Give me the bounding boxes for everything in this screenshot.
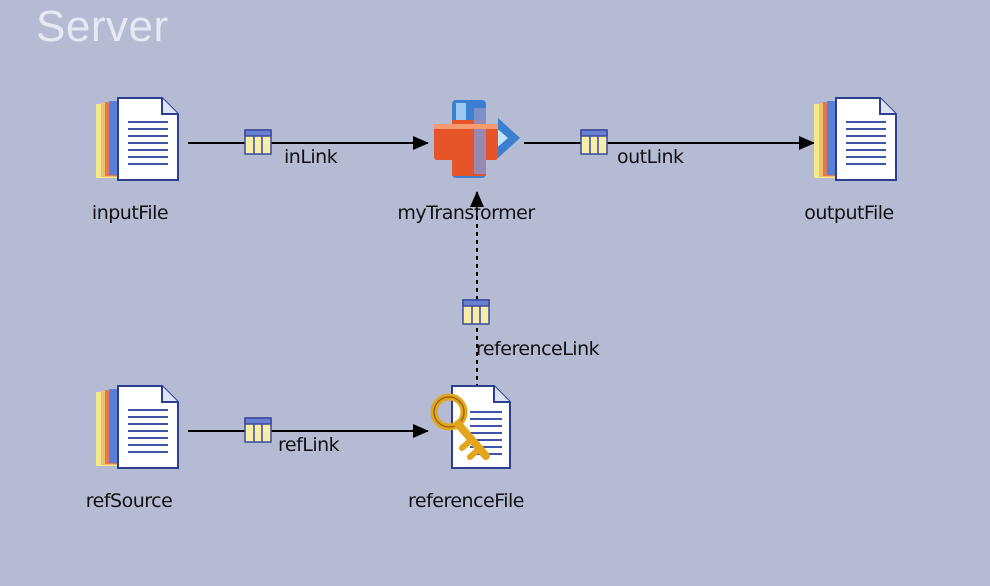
in-link-label: inLink [284, 146, 338, 168]
transformer-icon[interactable] [434, 100, 520, 178]
output-file-icon[interactable] [813, 97, 897, 181]
ref-source-icon[interactable] [95, 385, 179, 469]
out-link-label: outLink [617, 146, 684, 168]
reference-file-icon[interactable] [430, 385, 511, 469]
reference-link-label: referenceLink [476, 338, 600, 360]
reference-file-label: referenceFile [407, 490, 525, 512]
input-file-icon[interactable] [95, 97, 179, 181]
reference-link-marker-icon[interactable] [462, 299, 490, 325]
ref-link-marker-icon[interactable] [244, 417, 272, 443]
input-file-label: inputFile [91, 202, 169, 224]
canvas-title: Server [36, 2, 169, 51]
key-icon [430, 393, 490, 460]
ref-source-label: refSource [85, 490, 173, 512]
output-file-label: outputFile [804, 202, 894, 224]
ref-link-label: refLink [278, 434, 340, 456]
out-link-marker-icon[interactable] [580, 129, 608, 155]
in-link-marker-icon[interactable] [244, 129, 272, 155]
transformer-label: myTransformer [397, 202, 535, 224]
